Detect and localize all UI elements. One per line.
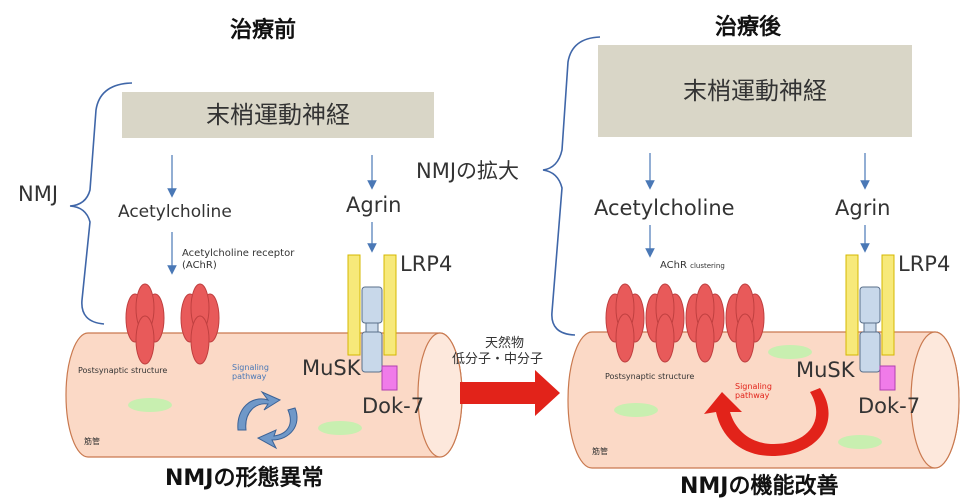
green-spot bbox=[614, 403, 658, 417]
caption-right: NMJの機能改善 bbox=[680, 474, 839, 499]
musk-label-left: MuSK bbox=[302, 356, 361, 380]
signaling-cycle-arrow-left-2 bbox=[256, 407, 298, 450]
dok7-label-left: Dok-7 bbox=[362, 394, 425, 418]
lrp4-bar-left-1 bbox=[347, 254, 361, 356]
signaling-label-right: Signaling pathway bbox=[735, 382, 772, 400]
achr-label-right: AChR bbox=[660, 260, 687, 271]
nmj-label-right: NMJの拡大 bbox=[416, 159, 520, 183]
nerve-box-right: 末梢運動神経 bbox=[598, 45, 912, 137]
postsynaptic-label-right: Postsynaptic structure bbox=[605, 372, 695, 381]
treatment-arrow bbox=[460, 370, 560, 416]
signaling-label-left: Signaling pathway bbox=[232, 363, 269, 381]
dok7-right bbox=[879, 365, 896, 391]
achr-cluster-right bbox=[605, 283, 765, 363]
lrp4-bar-right-2 bbox=[881, 254, 895, 356]
acetylcholine-label-left: Acetylcholine bbox=[118, 202, 232, 222]
lrp4-bar-left-2 bbox=[383, 254, 397, 356]
achr-cluster-left-2 bbox=[180, 283, 220, 365]
signaling-cycle-arrow-left bbox=[237, 390, 282, 431]
muscle-label-left: 筋管 bbox=[84, 437, 100, 446]
postsynaptic-label-left: Postsynaptic structure bbox=[78, 366, 168, 375]
muscle-label-right: 筋管 bbox=[592, 447, 608, 456]
lrp4-bar-right-1 bbox=[845, 254, 859, 356]
clustering-label-right: clustering bbox=[690, 262, 725, 270]
nerve-box-left: 末梢運動神経 bbox=[122, 92, 434, 138]
musk-label-right: MuSK bbox=[796, 358, 855, 382]
green-spot bbox=[838, 435, 882, 449]
nmj-label-left: NMJ bbox=[18, 182, 59, 206]
caption-left: NMJの形態異常 bbox=[165, 466, 324, 491]
lrp4-label-left: LRP4 bbox=[400, 252, 453, 276]
dok7-label-right: Dok-7 bbox=[858, 394, 921, 418]
nmj-brace-right bbox=[542, 36, 601, 336]
signaling-cycle-arrow-right bbox=[704, 388, 829, 456]
agrin-label-left: Agrin bbox=[346, 193, 402, 217]
green-spot bbox=[318, 421, 362, 435]
musk-right bbox=[859, 286, 881, 373]
treatment-label-1: 天然物 bbox=[485, 336, 525, 351]
receptor-label-left-2: (AChR) bbox=[182, 260, 217, 271]
achr-clustering-label: AChR clustering bbox=[660, 260, 725, 271]
achr-cluster-left-1 bbox=[125, 283, 165, 365]
nmj-brace-left bbox=[69, 82, 133, 325]
agrin-label-right: Agrin bbox=[835, 196, 891, 220]
dok7-left bbox=[381, 365, 398, 391]
lrp4-label-right: LRP4 bbox=[898, 252, 951, 276]
title-before: 治療前 bbox=[230, 18, 297, 43]
treatment-label-2: 低分子・中分子 bbox=[452, 352, 544, 367]
title-after: 治療後 bbox=[715, 15, 782, 40]
musk-left bbox=[361, 286, 383, 373]
receptor-label-left-1: Acetylcholine receptor bbox=[182, 248, 295, 259]
acetylcholine-label-right: Acetylcholine bbox=[594, 196, 735, 220]
green-spot bbox=[128, 398, 172, 412]
green-spot bbox=[768, 345, 812, 359]
